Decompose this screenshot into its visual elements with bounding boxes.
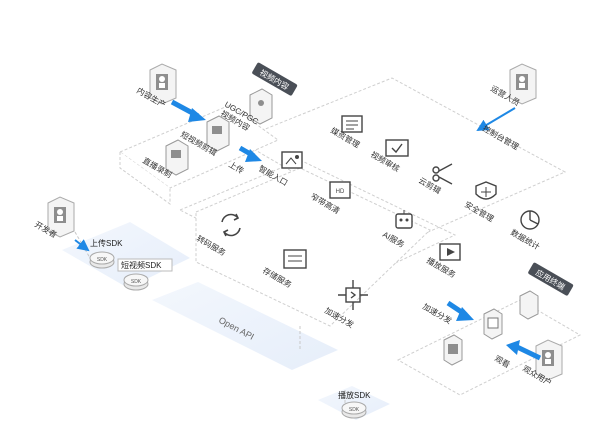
media-mgmt-icon [341, 115, 363, 133]
svg-text:SDK: SDK [97, 257, 108, 263]
playback-icon [439, 243, 461, 261]
short-video-sdk-label: 短视频SDK [121, 260, 162, 270]
storage-icon [283, 249, 307, 269]
security-icon [475, 181, 497, 200]
svg-text:SDK: SDK [349, 407, 360, 413]
producer-arrow [170, 99, 206, 122]
security-label: 安全管理 [463, 199, 496, 224]
watch-arrow [506, 340, 542, 361]
console-label: 控制台管理 [481, 123, 521, 152]
cdn-service-icon [338, 280, 368, 310]
developer-person-node [47, 196, 75, 238]
short-video-sdk-label-bg [117, 258, 173, 272]
upload-label: 上传 [227, 159, 246, 176]
cloud-edit-icon [432, 163, 453, 185]
short-video-device [206, 115, 230, 152]
ugc-device [249, 88, 273, 125]
upload-sdk-label: 上传SDK [90, 238, 123, 248]
upload-arrow [238, 145, 262, 162]
live-device [165, 139, 189, 176]
open-api-band [152, 282, 338, 370]
svg-text:SDK: SDK [131, 279, 142, 285]
left-platform-outline [118, 104, 279, 205]
app-terminal-tag: 应用终端 [528, 262, 574, 296]
ai-service-icon [395, 210, 413, 229]
end-user-person-node [535, 339, 563, 381]
data-stats-icon [520, 210, 540, 230]
tablet-device-a [483, 308, 503, 340]
svg-text:HD: HD [336, 189, 345, 195]
transcode-icon [221, 213, 241, 237]
developer-arrow [74, 239, 90, 252]
short-video-sdk-disk: SDK [123, 273, 149, 291]
producer-person-node [149, 63, 177, 105]
tablet-device-b [443, 334, 463, 366]
hls-icon: HD [329, 181, 351, 199]
video-review-icon [385, 139, 409, 157]
smart-input-icon [281, 151, 303, 169]
right-platform-outline [396, 299, 582, 396]
operator-arrow [476, 107, 516, 132]
cdn-arrow [446, 300, 474, 321]
main-platform-outline [178, 77, 567, 327]
upload-sdk-disk: SDK [89, 251, 115, 269]
play-sdk-disk: SDK [341, 401, 367, 419]
operator-person-node [509, 63, 537, 105]
tablet-device-c [519, 290, 539, 320]
data-stats-label: 数据统计 [509, 227, 542, 252]
play-sdk-label: 播放SDK [338, 390, 371, 400]
